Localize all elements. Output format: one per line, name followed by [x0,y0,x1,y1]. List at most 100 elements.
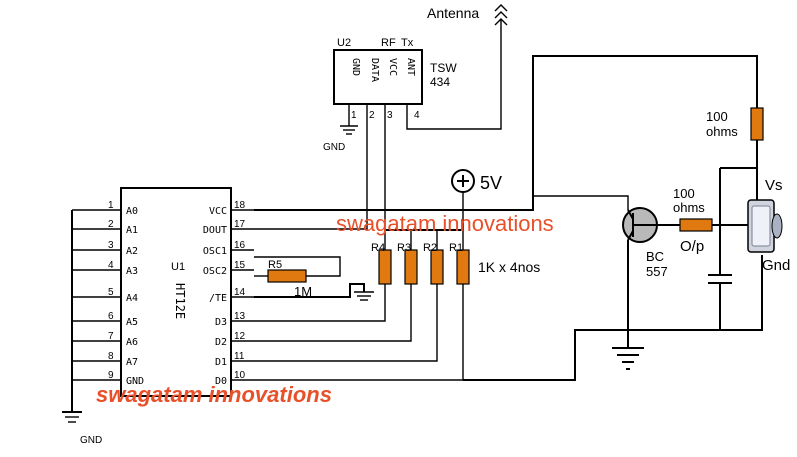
antenna-icon [494,4,508,26]
left-pin-name: A7 [126,357,138,368]
vs-label: Vs [765,177,783,194]
sensor-supply-resistor [750,107,764,141]
encoder-ic-body [120,187,232,397]
right-pin-name: D2 [215,337,227,348]
rf-label: RF [381,37,396,49]
right-pin-name: D1 [215,357,227,368]
base-resistor-unit-label: ohms [673,200,705,215]
ground-symbol [612,347,644,370]
left-pin-number: 6 [108,311,114,322]
output-label: O/p [680,238,704,255]
u2-label: U2 [337,37,351,49]
r2-label: R2 [423,242,437,254]
tx-label: Tx [401,37,414,49]
tsw-pin-name: GND [350,58,361,76]
tsw-pin-number: 4 [414,110,420,121]
pull-resistor-r1 [456,249,470,285]
ground-symbol [62,411,82,423]
pull-resistor-r4 [378,249,392,285]
left-pin-name: GND [126,376,144,387]
bc557-transistor: BC 557 [532,195,668,279]
left-pin-name: A1 [126,225,138,236]
left-pin-number: 1 [108,200,114,211]
right-pin-number: 11 [234,351,245,362]
sensor-window [751,205,771,247]
left-pin-name: A2 [126,246,138,257]
tsw-pin-number: 1 [351,110,357,121]
right-pin-name: DOUT [203,225,227,236]
left-pin-number: 9 [108,370,114,381]
left-pin-name: A3 [126,266,138,277]
r5-label: R5 [268,259,282,271]
right-pin-number: 13 [234,311,246,322]
tsw-pin-number: 2 [369,110,375,121]
r3-label: R3 [397,242,411,254]
tsw-number-label: 434 [430,75,450,89]
oscillator-resistor [267,269,307,283]
gnd-sensor-label: Gnd [762,257,790,274]
filter-capacitor [708,168,732,289]
left-pin-number: 2 [108,219,114,230]
rf-module-body [333,49,423,105]
right-pin-name: D3 [215,317,227,328]
left-pin-name: A6 [126,337,138,348]
right-pin-name: VCC [209,206,227,217]
d0-line [463,240,629,381]
right-pin-number: 17 [234,219,246,230]
right-pin-name: /TE [209,293,227,304]
ground-symbol [340,125,358,135]
transistor-number-label: 557 [646,264,668,279]
left-pin-name: A4 [126,293,138,304]
left-pin-number: 5 [108,287,114,298]
tsw-pin-number: 3 [387,110,393,121]
watermark-top: swagatam innovations [336,211,554,236]
pull-resistor-r3 [404,249,418,285]
supply-label: 5V [480,173,502,193]
r1-label: R1 [449,242,463,254]
tsw-pin-name: ANT [405,58,416,76]
ground-symbol [354,291,374,301]
antenna-label: Antenna [427,5,479,21]
sensor-resistor-unit-label: ohms [706,124,738,139]
tsw-pin-name: DATA [369,58,380,82]
sensor-resistor-value-label: 100 [706,109,728,124]
left-pin-number: 4 [108,260,114,271]
right-pin-number: 18 [234,200,246,211]
left-pin-name: A0 [126,206,138,217]
left-pin-number: 3 [108,240,114,251]
gnd-label-bottom: GND [80,435,102,446]
supply-5v: 5V [451,169,502,193]
right-pin-number: 16 [234,240,246,251]
rf-module: U2 RF Tx TSW 434 GND DATA VCC ANT 1 2 3 … [323,4,508,207]
gnd-label-top: GND [323,142,345,153]
vcc-rail [254,55,758,211]
base-resistor-value-label: 100 [673,186,695,201]
u1-label: U1 [171,261,185,273]
right-pin-number: 12 [234,331,246,342]
r4-label: R4 [371,242,385,254]
base-resistor [679,218,713,232]
watermark-bottom: swagatam innovations [96,382,332,407]
resistor-bank-label: 1K x 4nos [478,259,540,275]
tsw-label: TSW [430,61,457,75]
right-pin-number: 14 [234,287,246,298]
tsw-pin-name: VCC [387,58,398,76]
ir-sensor: Vs Gnd [747,177,790,274]
right-pin-number: 10 [234,370,246,381]
right-pin-number: 15 [234,260,246,271]
right-pin-name: D0 [215,376,227,387]
left-pin-name: A5 [126,317,138,328]
left-pin-number: 7 [108,331,114,342]
r5-value-label: 1M [294,284,312,299]
pull-resistor-r2 [430,249,444,285]
ic-name-label: HT12E [173,283,187,319]
left-pin-number: 8 [108,351,114,362]
sensor-dome [771,213,783,239]
right-pin-name: OSC1 [203,246,227,257]
right-pin-name: OSC2 [203,266,227,277]
